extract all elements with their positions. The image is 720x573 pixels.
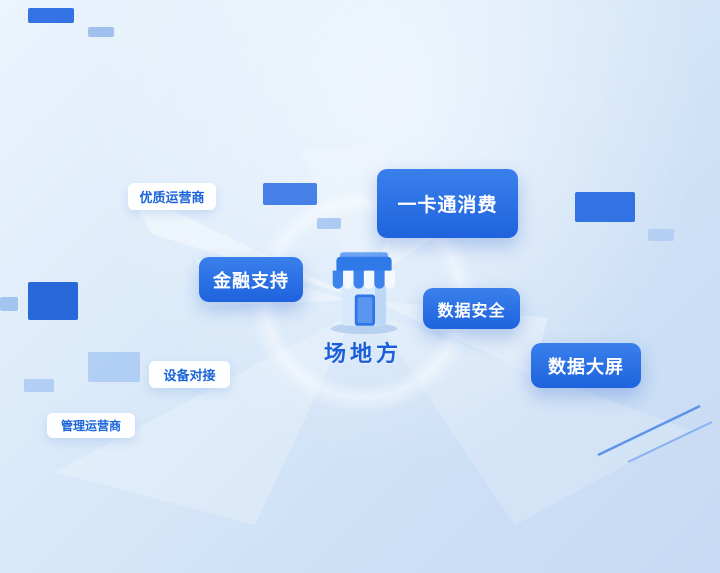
deco-rect (28, 8, 74, 23)
deco-rect (575, 192, 635, 222)
deco-rect (317, 218, 341, 229)
node-quality-operator: 优质运营商 (128, 183, 216, 210)
deco-rect (648, 229, 674, 241)
node-data-security: 数据安全 (423, 288, 520, 329)
deco-rect (88, 27, 114, 37)
node-financial-support: 金融支持 (199, 257, 303, 302)
center-label: 场地方 (323, 341, 402, 366)
node-card-consume: 一卡通消费 (377, 169, 518, 238)
node-manage-operator: 管理运营商 (47, 413, 135, 438)
node-data-screen: 数据大屏 (531, 343, 641, 388)
storefront-icon (318, 240, 410, 338)
deco-rect (263, 183, 317, 205)
deco-rect (24, 379, 54, 392)
deco-rect (0, 297, 18, 311)
node-device-connect: 设备对接 (149, 361, 230, 388)
deco-rect (88, 352, 140, 382)
deco-rect (28, 282, 78, 320)
